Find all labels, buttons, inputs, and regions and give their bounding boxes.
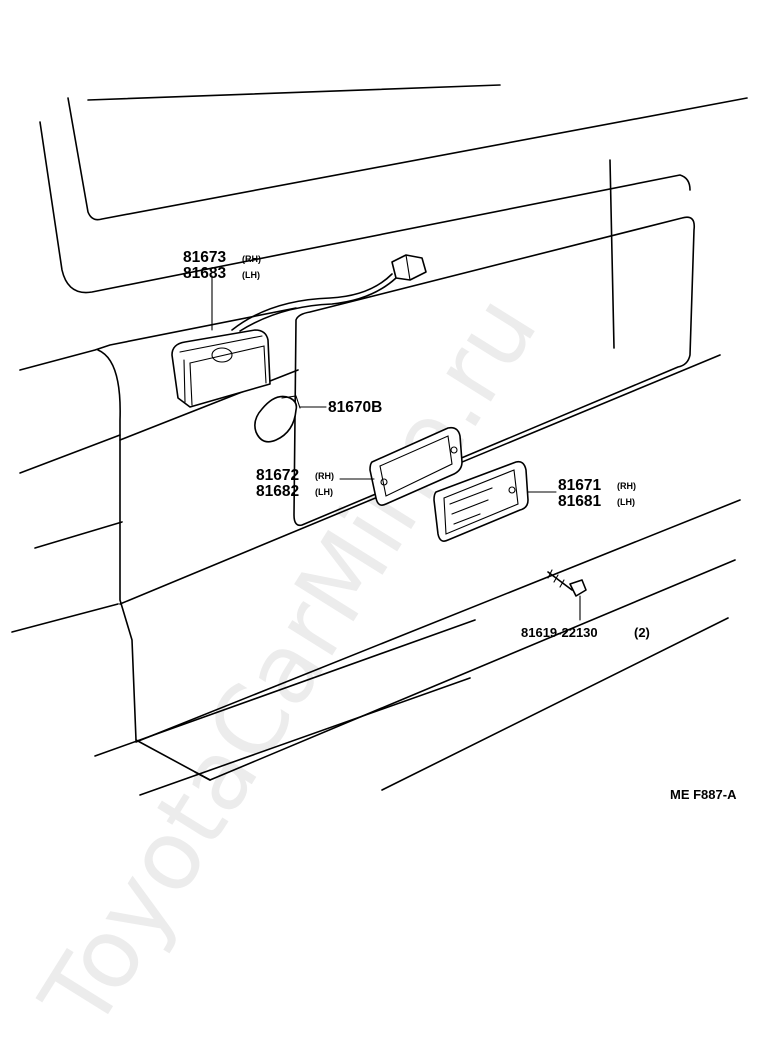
gasket-lh-tag: (LH) bbox=[315, 487, 333, 497]
lamp-housing-lh-tag: (LH) bbox=[242, 270, 260, 280]
gasket-rh-tag: (RH) bbox=[315, 471, 334, 481]
vehicle-body-outline bbox=[11, 84, 748, 796]
gasket-lh-number: 81682 bbox=[256, 483, 299, 500]
label-screw: 81619-22130 (2) bbox=[521, 625, 650, 640]
lens-rh-tag: (RH) bbox=[617, 481, 636, 491]
lens-rh-number: 81671 bbox=[558, 477, 601, 494]
bulb-part bbox=[254, 395, 301, 443]
lamp-housing-part bbox=[171, 254, 427, 408]
lamp-housing-rh-tag: (RH) bbox=[242, 254, 261, 264]
gasket-rh-number: 81672 bbox=[256, 467, 299, 484]
label-lamp-housing: 81673 (RH) 81683 (LH) bbox=[183, 249, 261, 282]
lens-lh-number: 81681 bbox=[558, 493, 601, 510]
screw-quantity: (2) bbox=[634, 625, 650, 640]
lamp-housing-rh-number: 81673 bbox=[183, 249, 226, 266]
leader-lines bbox=[211, 275, 581, 621]
label-bulb: 81670B bbox=[328, 399, 382, 416]
label-gasket: 81672 (RH) 81682 (LH) bbox=[256, 467, 334, 500]
label-lens: 81671 (RH) 81681 (LH) bbox=[558, 477, 636, 510]
lens-part bbox=[433, 460, 529, 542]
lens-lh-tag: (LH) bbox=[617, 497, 635, 507]
screw-part bbox=[547, 569, 587, 597]
gasket-part bbox=[369, 426, 463, 506]
screw-number: 81619-22130 bbox=[521, 625, 598, 640]
diagram-reference-code: ME F887-A bbox=[670, 787, 737, 802]
watermark-text: ToyotaCarMine.ru bbox=[19, 277, 559, 1048]
lamp-housing-lh-number: 81683 bbox=[183, 265, 226, 282]
bulb-number: 81670B bbox=[328, 399, 382, 416]
